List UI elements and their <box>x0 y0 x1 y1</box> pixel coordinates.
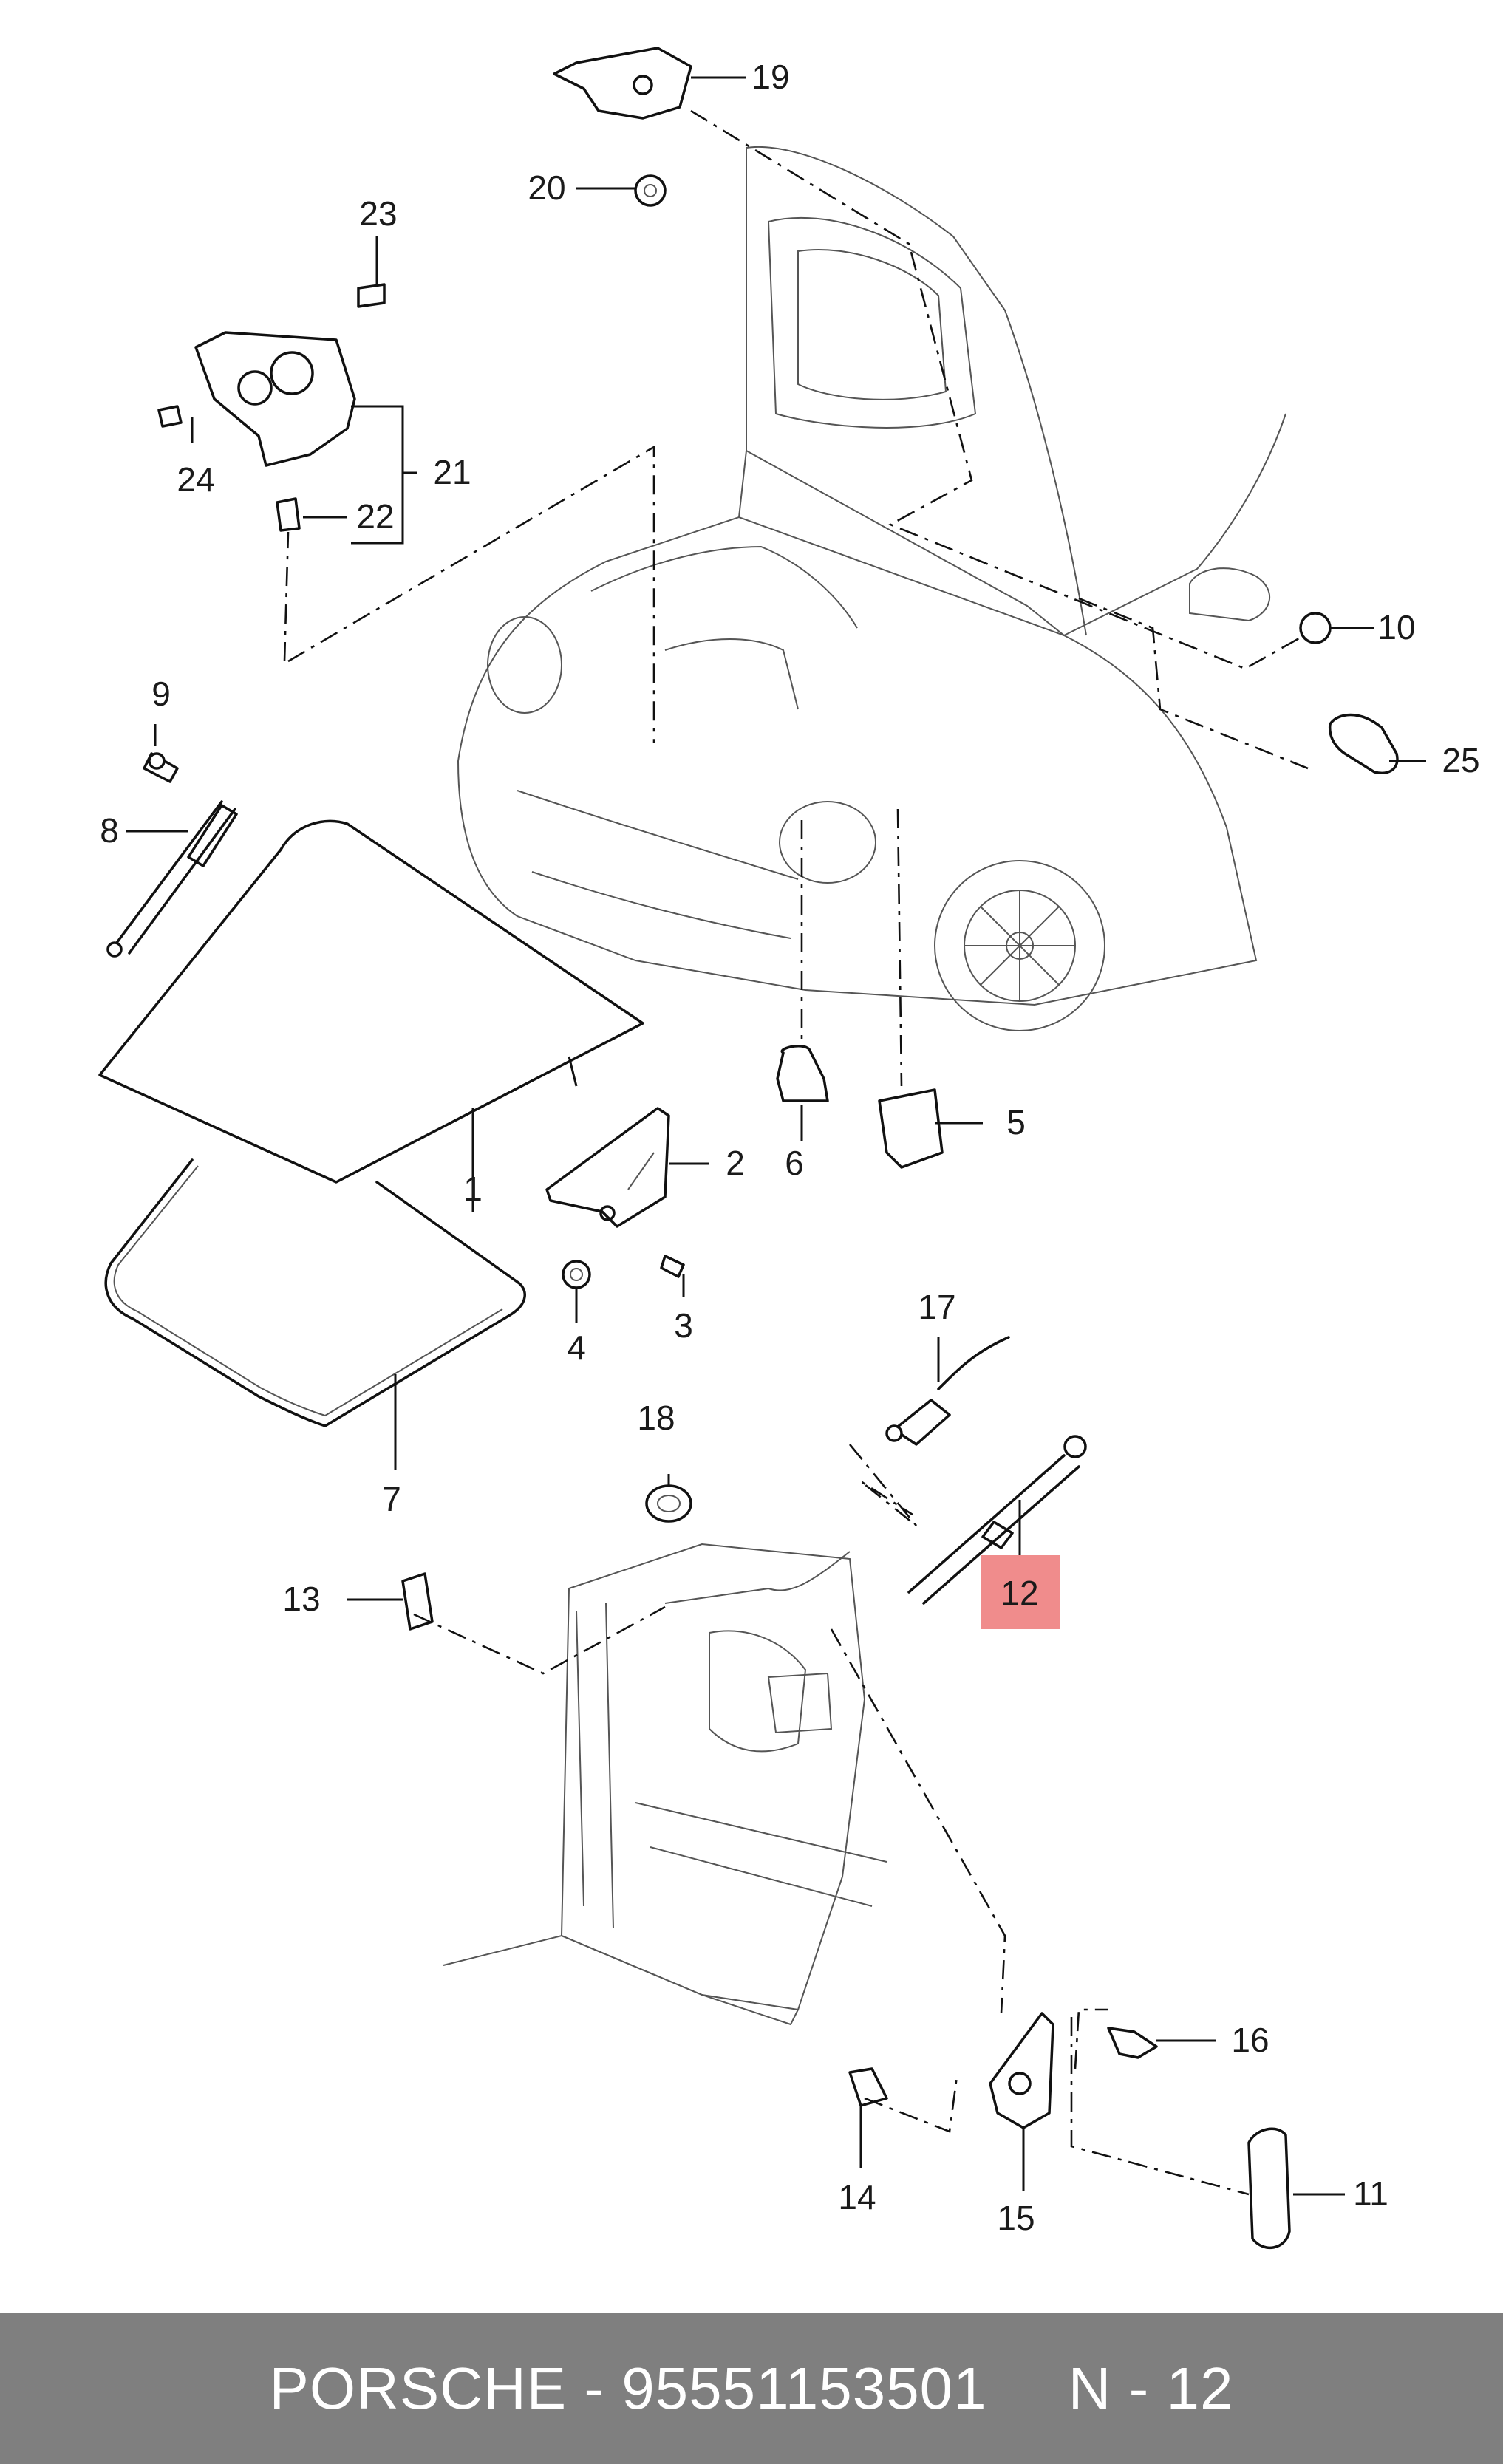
callout-2: 2 <box>726 1144 745 1182</box>
callout-21: 21 <box>433 453 471 491</box>
callout-4: 4 <box>567 1328 586 1367</box>
hinge-bracket <box>545 1107 685 1289</box>
callout-17: 17 <box>918 1288 955 1326</box>
callout-labels: 1 2 3 4 5 6 7 8 9 10 11 12 13 14 15 16 1… <box>100 58 1479 2237</box>
callout-20: 20 <box>528 168 565 207</box>
hood-panel <box>98 819 644 1184</box>
callout-5: 5 <box>1006 1103 1026 1141</box>
hood-lock <box>157 283 386 532</box>
lock-striker <box>553 47 692 207</box>
callout-3: 3 <box>674 1306 693 1345</box>
callout-16: 16 <box>1231 2021 1269 2059</box>
callout-7: 7 <box>382 1480 401 1518</box>
release-lever <box>848 2012 1291 2250</box>
assembly-lines <box>283 109 1309 2196</box>
hood-seal <box>104 1158 526 1427</box>
callout-24: 24 <box>177 460 214 499</box>
callout-25: 25 <box>1442 741 1479 779</box>
callout-23: 23 <box>359 194 397 233</box>
gas-strut <box>106 752 238 958</box>
body-frame <box>443 1543 887 2026</box>
callout-11: 11 <box>1353 2174 1388 2213</box>
footer-brand-part-number: PORSCHE - 95551153501 <box>269 2355 987 2421</box>
callout-12: 12 <box>1001 1574 1038 1612</box>
highlighted-callout-box <box>981 1555 1060 1629</box>
callout-19: 19 <box>752 58 789 96</box>
callout-13: 13 <box>282 1580 320 1618</box>
callout-9: 9 <box>151 675 171 713</box>
footer-page-reference: N - 12 <box>1068 2355 1234 2421</box>
callout-22: 22 <box>356 497 394 536</box>
car-outline <box>457 146 1286 1031</box>
callout-8: 8 <box>100 811 119 850</box>
callout-1: 1 <box>463 1170 483 1208</box>
leader-lines <box>126 76 1426 2196</box>
parts-diagram: 1 2 3 4 5 6 7 8 9 10 11 12 13 14 15 16 1… <box>98 47 1480 2250</box>
callout-6: 6 <box>785 1144 804 1182</box>
callout-14: 14 <box>838 2178 876 2216</box>
footer-bar: PORSCHE - 95551153501 N - 12 <box>0 2313 1503 2464</box>
bump-stop <box>776 1045 944 1169</box>
callout-18: 18 <box>637 1399 675 1437</box>
release-cable <box>401 1336 1087 1631</box>
callout-15: 15 <box>997 2199 1035 2237</box>
callout-10: 10 <box>1377 608 1415 646</box>
